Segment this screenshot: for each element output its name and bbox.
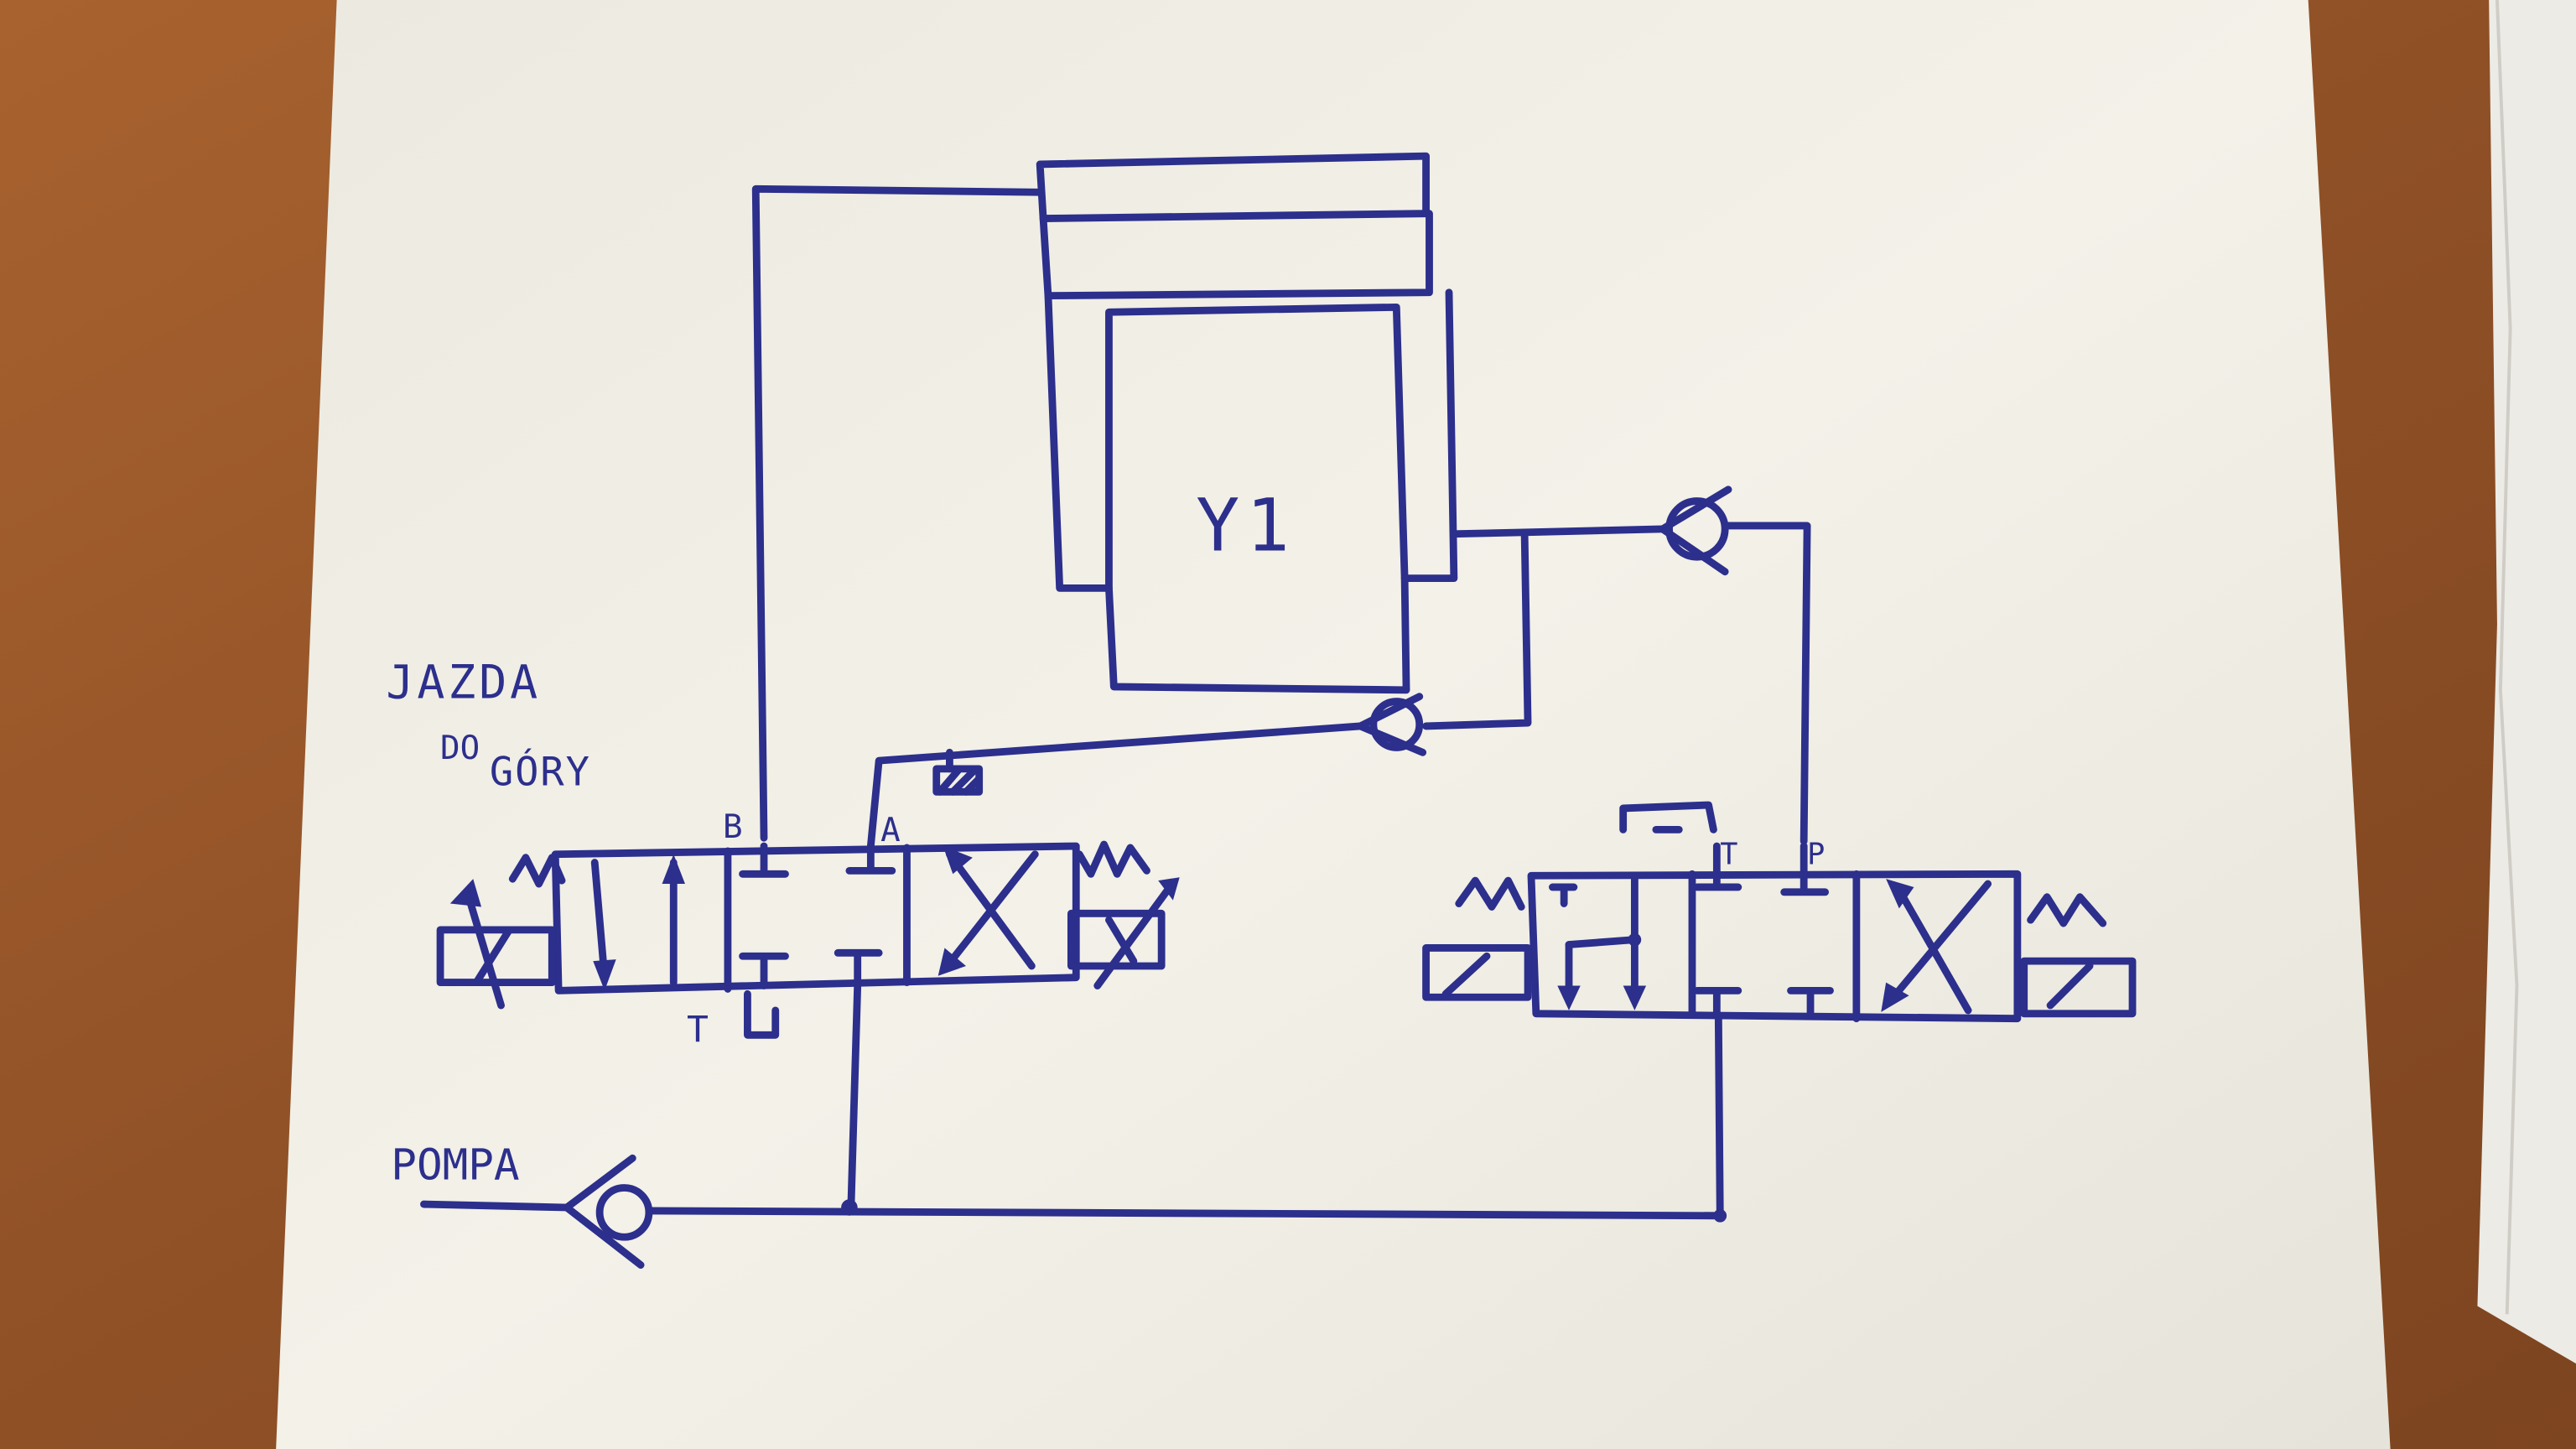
label-left-port-a: A bbox=[880, 812, 901, 849]
label-gory: GÓRY bbox=[490, 749, 591, 795]
line-shuttle-branch-down bbox=[1422, 530, 1532, 730]
label-left-port-t: T bbox=[687, 1009, 709, 1051]
label-jazda: JAZDA bbox=[386, 656, 541, 709]
check-valve-lower bbox=[866, 693, 1427, 850]
label-right-port-t: T bbox=[1720, 838, 1737, 872]
paper-stack bbox=[2477, 0, 2576, 1364]
label-do: DO bbox=[440, 730, 480, 767]
label-pompa: POMPA bbox=[391, 1141, 519, 1191]
label-left-port-b: B bbox=[723, 808, 743, 846]
label-y1: Y1 bbox=[1196, 484, 1296, 568]
label-right-port-p: P bbox=[1807, 838, 1825, 872]
paper-stack-edge bbox=[2496, 0, 2519, 1315]
right-directional-valve bbox=[1422, 801, 2137, 1023]
hydraulic-diagram: JAZDA DO GÓRY Y1 POMPA B A T T P bbox=[386, 152, 2137, 1269]
shuttle-valve bbox=[1659, 486, 1811, 845]
line-b-to-cylinder-top bbox=[751, 184, 1042, 842]
line-cylinder-to-shuttle bbox=[1450, 525, 1667, 538]
pump-supply bbox=[420, 982, 1727, 1269]
left-directional-valve bbox=[436, 840, 1180, 1039]
cylinder-y1 bbox=[1036, 152, 1458, 694]
pilot-symbol bbox=[932, 748, 984, 796]
